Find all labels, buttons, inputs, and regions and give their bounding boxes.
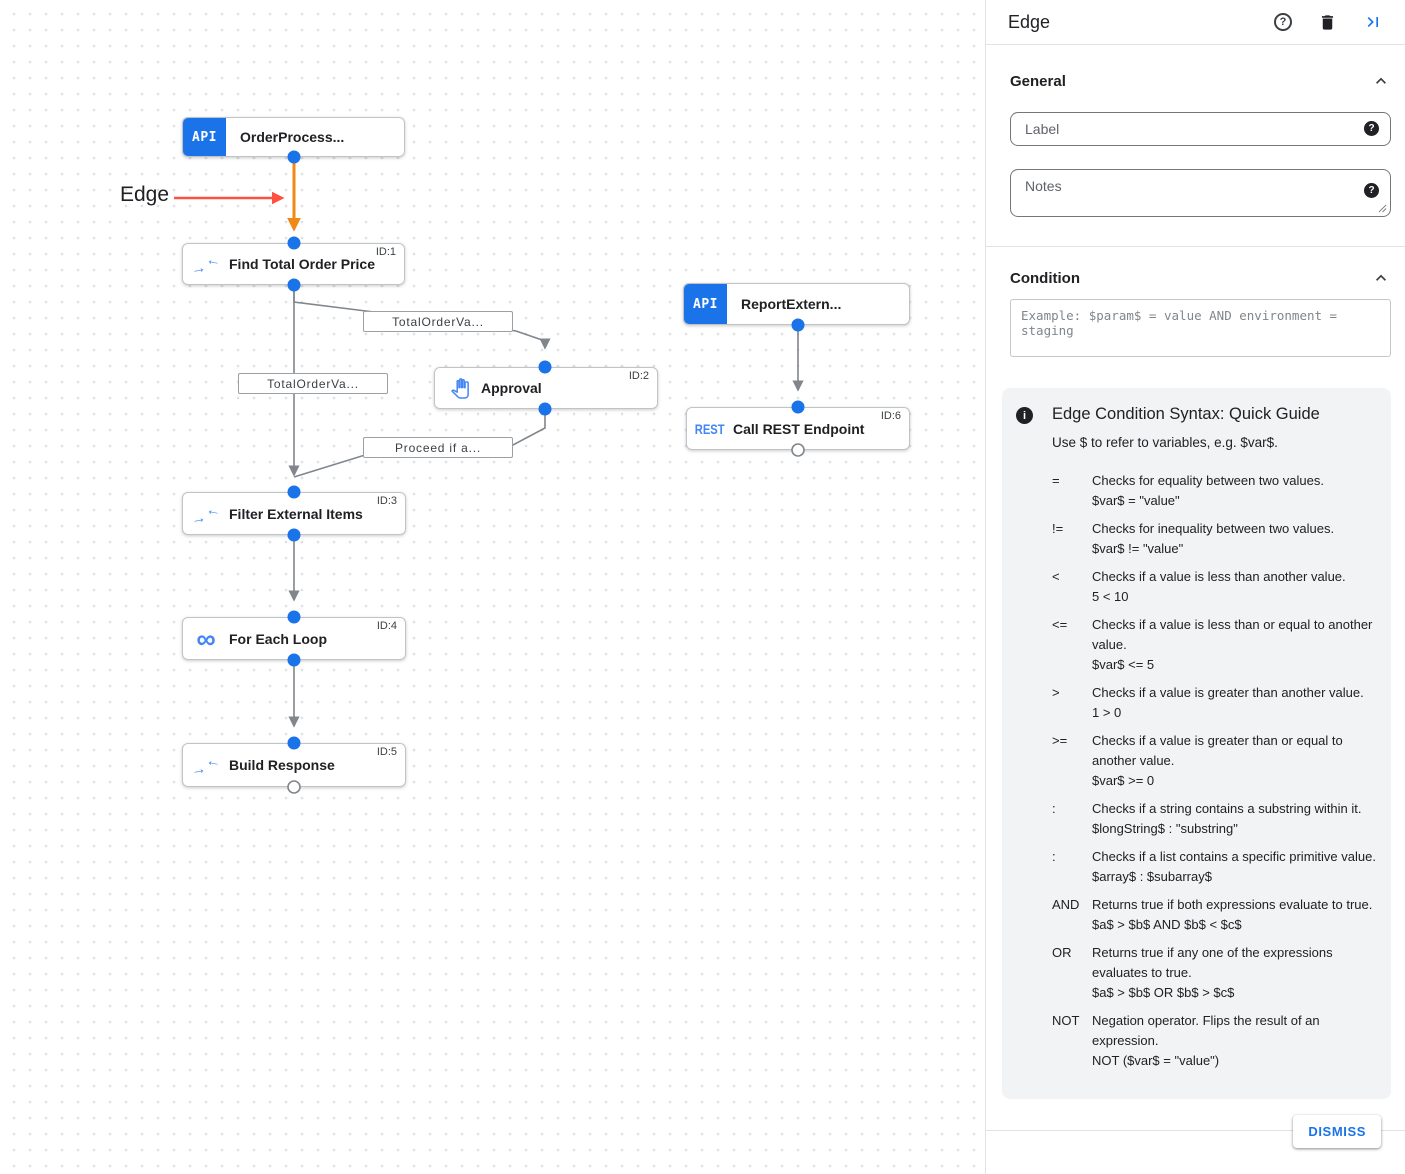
- guide-rule-operator: <=: [1052, 617, 1068, 632]
- label-input[interactable]: [1010, 112, 1391, 146]
- node-title: Build Response: [229, 757, 335, 773]
- guide-rule-description: Checks if a value is greater than anothe…: [1092, 685, 1364, 720]
- guide-rule: != Checks for inequality between two valu…: [1052, 519, 1377, 559]
- edge-label[interactable]: Proceed if a...: [363, 437, 513, 458]
- guide-intro: Use $ to refer to variables, e.g. $var$.: [1052, 435, 1278, 450]
- guide-rule: = Checks for equality between two values.…: [1052, 471, 1377, 511]
- edge-label[interactable]: TotalOrderVa...: [238, 373, 388, 394]
- node-id-label: ID:3: [376, 495, 397, 507]
- guide-rule-description: Returns true if any one of the expressio…: [1092, 945, 1333, 1000]
- node-title: Approval: [481, 380, 542, 396]
- help-button[interactable]: ?: [1274, 13, 1292, 31]
- guide-rule-operator: :: [1052, 849, 1056, 864]
- guide-rule-description: Checks for equality between two values.$…: [1092, 473, 1324, 508]
- chevron-up-icon[interactable]: [1371, 71, 1391, 91]
- edge-label[interactable]: TotalOrderVa...: [363, 311, 513, 332]
- guide-rule-operator: !=: [1052, 521, 1064, 536]
- node-id-label: ID:4: [376, 620, 397, 632]
- data-mapping-icon: ←→: [189, 500, 223, 528]
- loop-icon: ∞: [196, 623, 216, 654]
- condition-section: Condition: [986, 268, 1405, 362]
- rest-icon: REST: [695, 420, 725, 437]
- general-section: General ? ?: [986, 71, 1405, 222]
- node-call-rest-endpoint[interactable]: ID:6 REST Call REST Endpoint: [686, 407, 910, 450]
- guide-rule: > Checks if a value is greater than anoth…: [1052, 683, 1377, 723]
- guide-rule-description: Negation operator. Flips the result of a…: [1092, 1013, 1320, 1068]
- node-id-label: ID:6: [880, 410, 901, 422]
- condition-section-title: Condition: [1010, 269, 1080, 287]
- dismiss-button[interactable]: DISMISS: [1293, 1115, 1381, 1148]
- node-build-response[interactable]: ID:5 ←→ Build Response: [182, 743, 406, 787]
- guide-rule-description: Checks if a list contains a specific pri…: [1092, 849, 1376, 884]
- notes-help-icon[interactable]: ?: [1364, 183, 1379, 198]
- guide-rule-description: Checks if a value is less than another v…: [1092, 569, 1346, 604]
- panel-footer: DISMISS: [986, 1115, 1405, 1174]
- chevron-up-icon[interactable]: [1371, 268, 1391, 288]
- label-help-icon[interactable]: ?: [1364, 121, 1379, 136]
- guide-rule-operator: :: [1052, 801, 1056, 816]
- delete-edge-button[interactable]: [1318, 13, 1337, 32]
- guide-rule-description: Checks if a string contains a substring …: [1092, 801, 1362, 836]
- node-id-label: ID:2: [628, 370, 649, 382]
- api-trigger-icon: API: [183, 118, 226, 156]
- condition-input[interactable]: [1010, 299, 1391, 357]
- node-find-total-order-price[interactable]: ID:1 ←→ Find Total Order Price: [182, 243, 405, 285]
- notes-input[interactable]: [1010, 169, 1391, 217]
- data-mapping-icon: ←→: [189, 250, 223, 279]
- guide-rule-operator: =: [1052, 473, 1060, 488]
- guide-rule-operator: NOT: [1052, 1013, 1080, 1028]
- guide-rule-operator: <: [1052, 569, 1060, 584]
- node-title: Filter External Items: [229, 505, 363, 522]
- info-icon: i: [1016, 407, 1033, 424]
- node-id-label: ID:1: [375, 246, 396, 258]
- node-id-label: ID:5: [376, 746, 397, 758]
- edges-layer: [174, 158, 804, 728]
- general-section-title: General: [1010, 72, 1066, 90]
- panel-header: Edge ?: [986, 0, 1405, 45]
- edge-condition-guide: i Edge Condition Syntax: Quick Guide Use…: [1002, 388, 1391, 1099]
- guide-rule-operator: OR: [1052, 945, 1072, 960]
- node-title: For Each Loop: [229, 630, 327, 647]
- node-approval[interactable]: ID:2 Approval: [434, 367, 658, 409]
- api-trigger-icon: API: [684, 284, 727, 324]
- approval-hand-icon: [435, 377, 481, 399]
- panel-title: Edge: [1008, 11, 1051, 32]
- guide-rule-description: Checks if a value is less than or equal …: [1092, 617, 1373, 672]
- guide-title: Edge Condition Syntax: Quick Guide: [1052, 405, 1320, 423]
- node-title: ReportExtern...: [741, 296, 842, 312]
- node-report-extern[interactable]: API ReportExtern...: [683, 283, 910, 325]
- edge-config-panel: Edge ? General ? ?: [985, 0, 1405, 1174]
- guide-rule-operator: >=: [1052, 733, 1068, 748]
- guide-rules-list: = Checks for equality between two values.…: [1052, 471, 1377, 1071]
- guide-rule: : Checks if a list contains a specific pr…: [1052, 847, 1377, 887]
- guide-rule: AND Returns true if both expressions eval…: [1052, 895, 1377, 935]
- resize-handle-icon[interactable]: [1378, 200, 1387, 218]
- guide-rule: NOT Negation operator. Flips the result o…: [1052, 1011, 1377, 1071]
- guide-rule: OR Returns true if any one of the express…: [1052, 943, 1377, 1003]
- data-mapping-icon: ←→: [189, 751, 223, 780]
- guide-rule: : Checks if a string contains a substring…: [1052, 799, 1377, 839]
- node-title: OrderProcess...: [240, 129, 345, 145]
- node-title: Call REST Endpoint: [733, 420, 865, 437]
- connection-dots: [287, 150, 805, 794]
- edge-annotation-label: Edge: [120, 183, 170, 206]
- flow-canvas[interactable]: API OrderProcess... ID:1 ←→ Find Total O…: [0, 0, 985, 1174]
- node-title: Find Total Order Price: [229, 256, 375, 272]
- guide-rule-description: Checks if a value is greater than or equ…: [1092, 733, 1343, 788]
- api-badge-text: API: [192, 129, 217, 145]
- guide-rule: < Checks if a value is less than another …: [1052, 567, 1377, 607]
- section-divider: [986, 246, 1405, 247]
- node-for-each-loop[interactable]: ID:4 ∞ For Each Loop: [182, 617, 406, 660]
- guide-rule-operator: >: [1052, 685, 1060, 700]
- collapse-panel-icon[interactable]: [1363, 12, 1383, 32]
- guide-rule-description: Returns true if both expressions evaluat…: [1092, 897, 1373, 932]
- node-filter-external-items[interactable]: ID:3 ←→ Filter External Items: [182, 492, 406, 535]
- node-order-process[interactable]: API OrderProcess...: [182, 117, 405, 157]
- guide-rule-operator: AND: [1052, 897, 1080, 912]
- api-badge-text: API: [693, 296, 718, 312]
- guide-rule: <= Checks if a value is less than or equa…: [1052, 615, 1377, 675]
- guide-rule-description: Checks for inequality between two values…: [1092, 521, 1335, 556]
- guide-rule: >= Checks if a value is greater than or e…: [1052, 731, 1377, 791]
